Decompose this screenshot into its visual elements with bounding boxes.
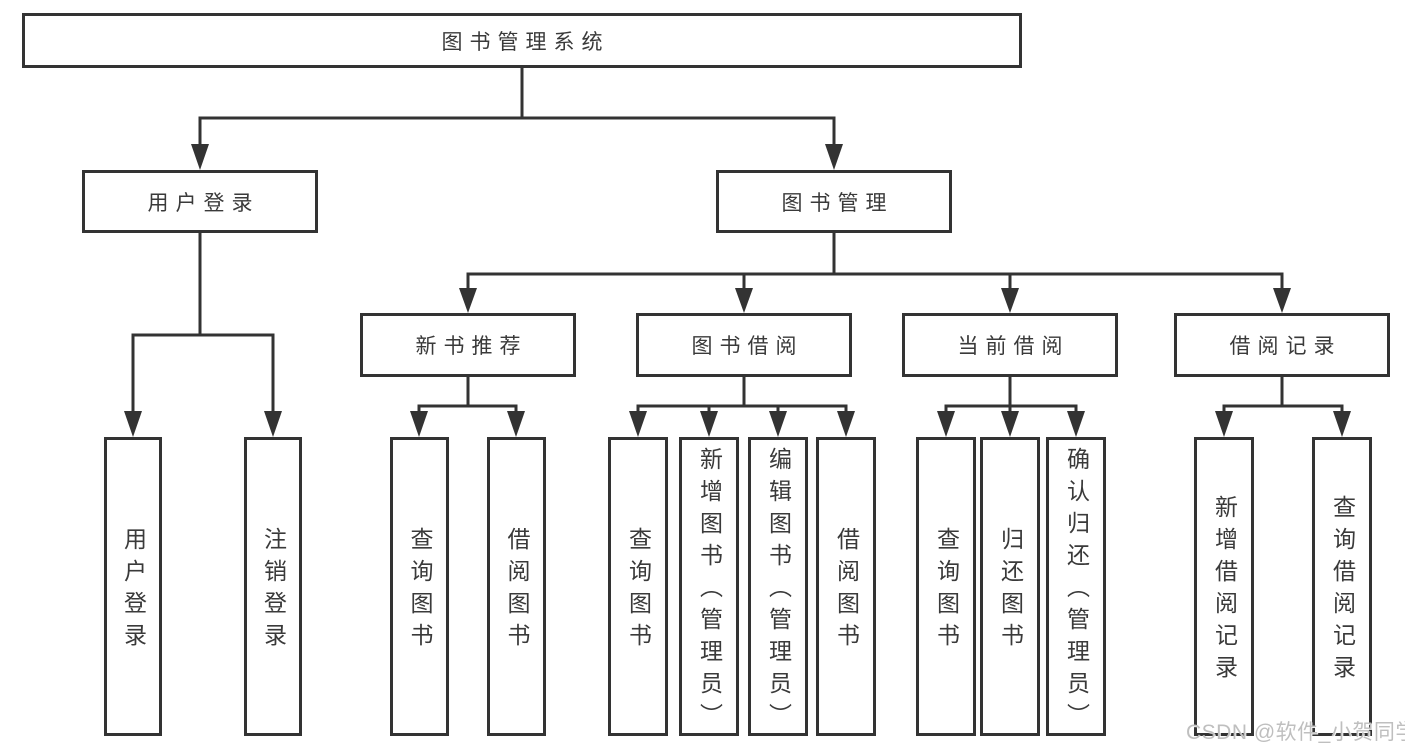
arrow-down-icon bbox=[1001, 411, 1019, 437]
node-current-borrow-label: 当前借阅 bbox=[957, 335, 1070, 358]
leaf-add-book-admin-label: 新增图书（管理员） bbox=[696, 447, 723, 735]
leaf-add-book-admin: 新增图书（管理员） bbox=[679, 437, 739, 736]
node-new-book-recommend-label: 新书推荐 bbox=[415, 335, 528, 358]
edge-userlogin-to-leaves bbox=[131, 233, 275, 413]
arrow-down-icon bbox=[264, 411, 282, 437]
leaf-borrow-books-recommend-label: 借阅图书 bbox=[504, 527, 530, 655]
leaf-query-books-borrow-label: 查询图书 bbox=[625, 527, 652, 655]
arrow-down-icon bbox=[825, 144, 843, 170]
edge-bookmgmt-to-level3 bbox=[466, 233, 1284, 291]
leaf-query-books-borrow: 查询图书 bbox=[608, 437, 668, 736]
leaf-borrow-books-recommend: 借阅图书 bbox=[487, 437, 546, 736]
arrow-down-icon bbox=[837, 411, 855, 437]
node-borrow-records: 借阅记录 bbox=[1174, 313, 1390, 377]
leaf-add-borrow-record-label: 新增借阅记录 bbox=[1211, 495, 1238, 687]
node-book-borrow-label: 图书借阅 bbox=[691, 335, 804, 358]
leaf-query-books-recommend: 查询图书 bbox=[390, 437, 449, 736]
arrow-down-icon bbox=[769, 411, 787, 437]
leaf-query-borrow-record-label: 查询借阅记录 bbox=[1329, 495, 1356, 687]
csdn-watermark: CSDN @软件_小贺同学 bbox=[1186, 721, 1405, 744]
node-user-login: 用户登录 bbox=[82, 170, 318, 233]
leaf-user-login: 用户登录 bbox=[104, 437, 162, 736]
node-new-book-recommend: 新书推荐 bbox=[360, 313, 576, 377]
arrow-down-icon bbox=[459, 288, 477, 313]
arrow-down-icon bbox=[191, 144, 209, 170]
arrow-down-icon bbox=[629, 411, 647, 437]
leaf-user-login-label: 用户登录 bbox=[120, 527, 147, 655]
leaf-confirm-return-admin-label: 确认归还（管理员） bbox=[1063, 447, 1090, 735]
arrow-down-icon bbox=[507, 411, 525, 437]
leaf-query-books-recommend-label: 查询图书 bbox=[407, 527, 433, 655]
leaf-logout-label: 注销登录 bbox=[260, 527, 287, 655]
arrow-down-icon bbox=[937, 411, 955, 437]
node-book-management: 图书管理 bbox=[716, 170, 952, 233]
node-user-login-label: 用户登录 bbox=[147, 191, 260, 215]
arrow-down-icon bbox=[1001, 288, 1019, 313]
node-book-borrow: 图书借阅 bbox=[636, 313, 852, 377]
leaf-add-borrow-record: 新增借阅记录 bbox=[1194, 437, 1254, 736]
node-library-system: 图书管理系统 bbox=[22, 13, 1022, 68]
arrow-down-icon bbox=[1333, 411, 1351, 437]
edge-newbook-to-leaves bbox=[417, 377, 518, 413]
node-library-system-label: 图书管理系统 bbox=[441, 30, 610, 54]
leaf-query-books-current-label: 查询图书 bbox=[933, 527, 960, 655]
leaf-edit-book-admin: 编辑图书（管理员） bbox=[748, 437, 808, 736]
arrow-down-icon bbox=[1273, 288, 1291, 313]
arrow-down-icon bbox=[410, 411, 428, 437]
leaf-query-books-current: 查询图书 bbox=[916, 437, 976, 736]
arrow-down-icon bbox=[1215, 411, 1233, 437]
leaf-query-borrow-record: 查询借阅记录 bbox=[1312, 437, 1372, 736]
edge-root-to-level2 bbox=[198, 68, 836, 148]
node-book-management-label: 图书管理 bbox=[781, 191, 894, 215]
leaf-edit-book-admin-label: 编辑图书（管理员） bbox=[765, 447, 792, 735]
arrow-down-icon bbox=[124, 411, 142, 437]
leaf-logout: 注销登录 bbox=[244, 437, 302, 736]
edge-bookborrow-to-leaves bbox=[636, 377, 848, 413]
node-borrow-records-label: 借阅记录 bbox=[1229, 335, 1342, 358]
leaf-confirm-return-admin: 确认归还（管理员） bbox=[1046, 437, 1106, 736]
edge-borrowrecords-to-leaves bbox=[1222, 377, 1344, 413]
node-current-borrow: 当前借阅 bbox=[902, 313, 1118, 377]
leaf-return-book-label: 归还图书 bbox=[997, 527, 1024, 655]
arrow-down-icon bbox=[700, 411, 718, 437]
edge-currentborrow-to-leaves bbox=[944, 377, 1078, 413]
leaf-borrow-books-2-label: 借阅图书 bbox=[833, 527, 860, 655]
leaf-return-book: 归还图书 bbox=[980, 437, 1040, 736]
arrow-down-icon bbox=[1067, 411, 1085, 437]
arrow-down-icon bbox=[735, 288, 753, 313]
leaf-borrow-books-2: 借阅图书 bbox=[816, 437, 876, 736]
